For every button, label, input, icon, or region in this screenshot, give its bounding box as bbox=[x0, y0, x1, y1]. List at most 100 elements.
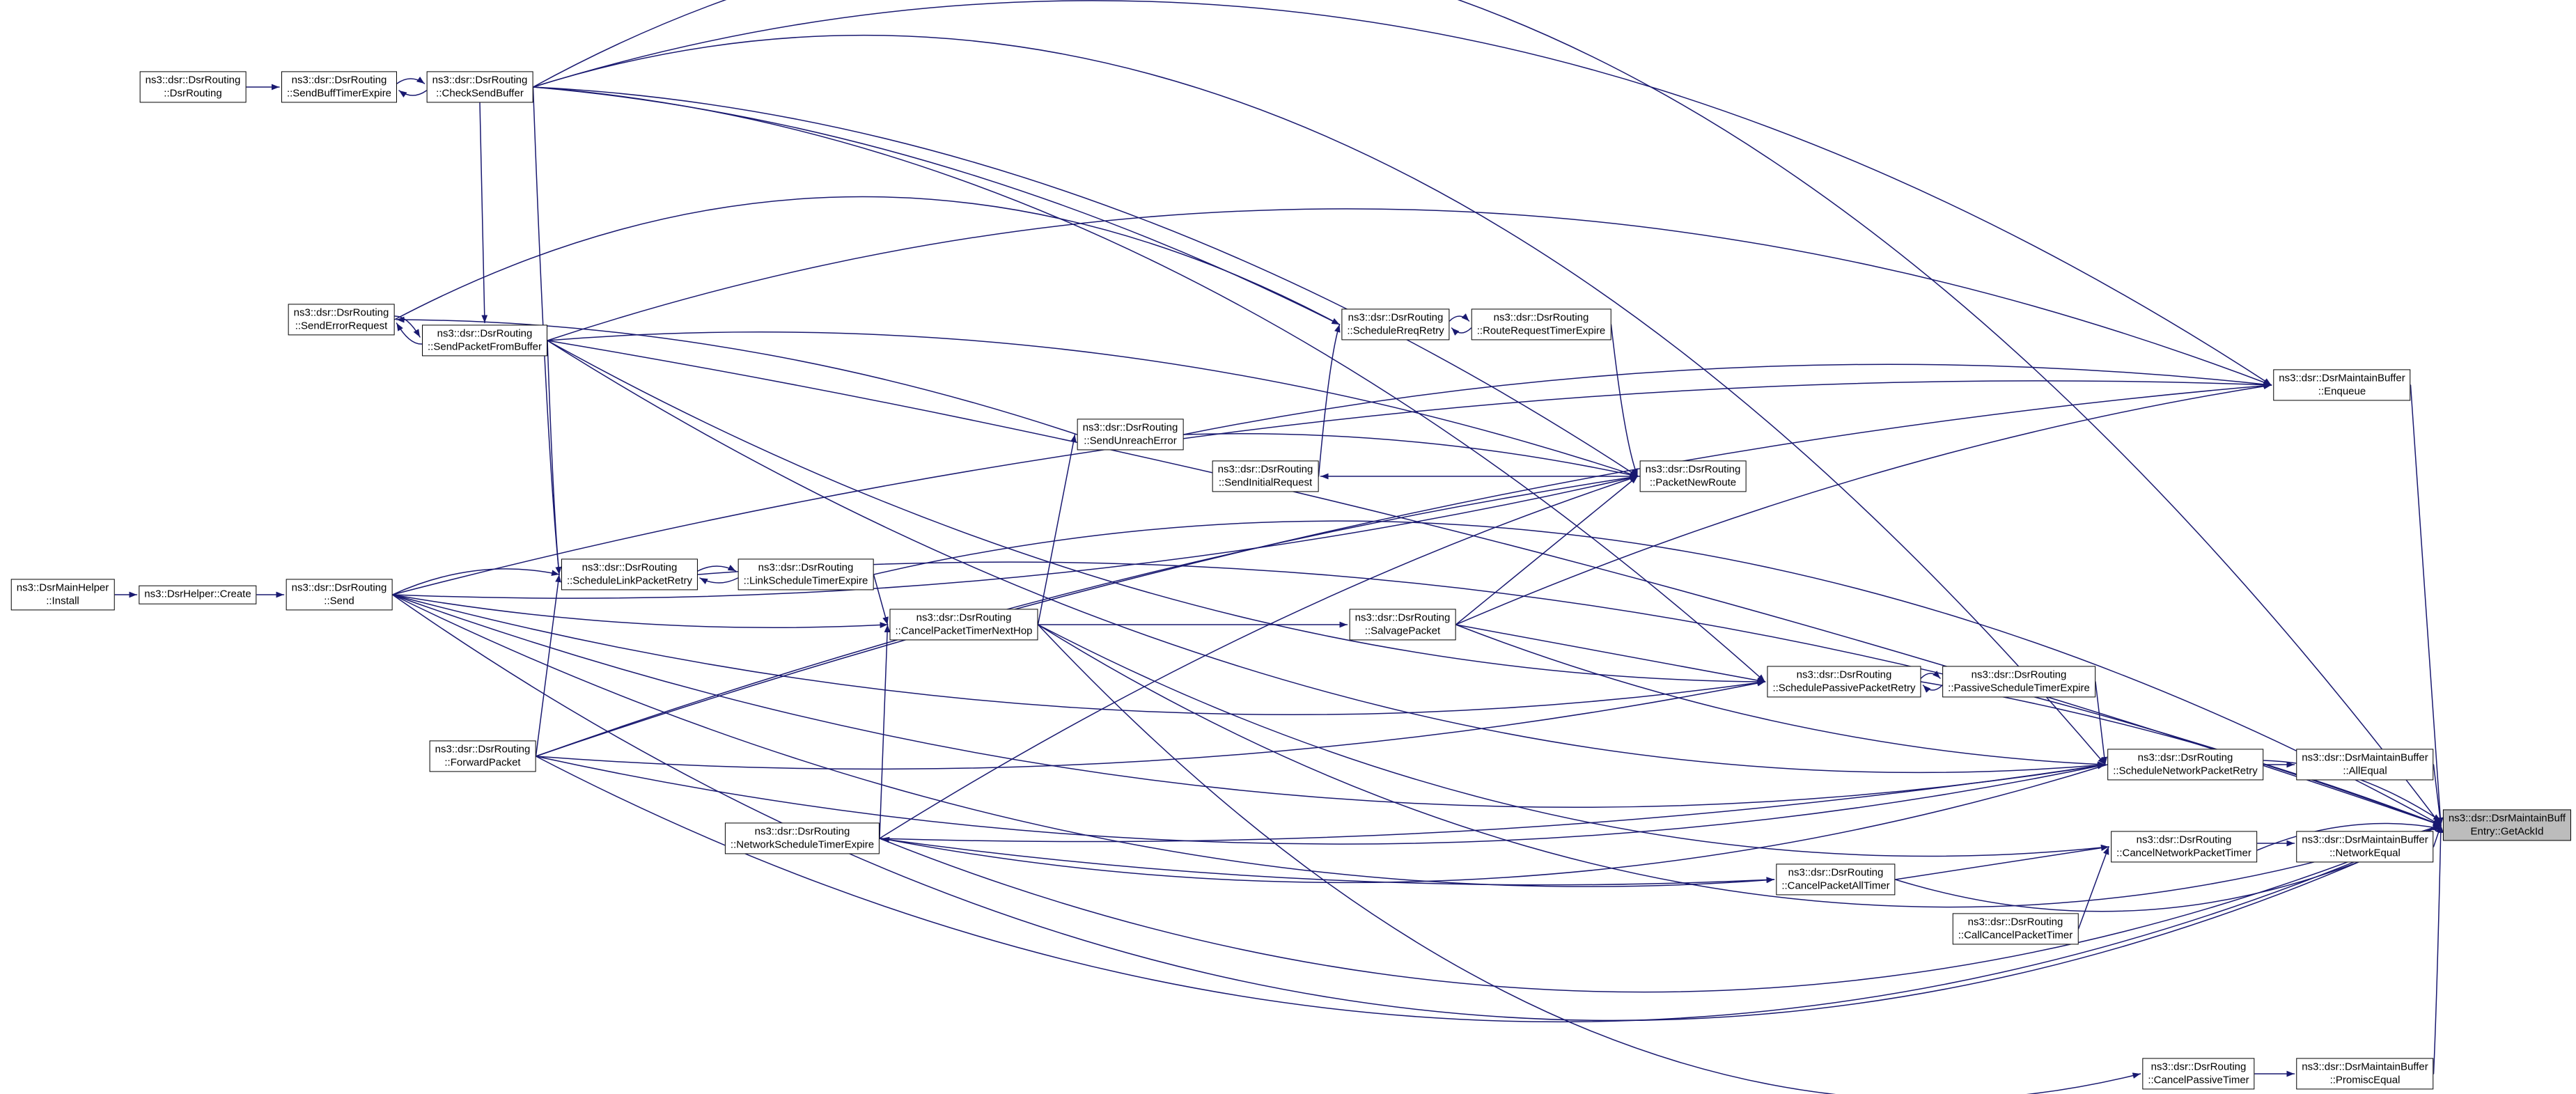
edge-send-schedulelinkpacketretry bbox=[391, 568, 560, 595]
edge-cancelpacketalltimer-cancelnetworkpackettimer bbox=[1894, 845, 2109, 880]
edge-checksendbuffer-sendpacketfrombuffer bbox=[479, 102, 488, 324]
node-promiscequal[interactable]: ns3::dsr::DsrMaintainBuffer::PromiscEqua… bbox=[2296, 1058, 2434, 1090]
edge-salvagepacket-enqueue bbox=[1455, 383, 2272, 625]
node-salvagepacket[interactable]: ns3::dsr::DsrRouting::SalvagePacket bbox=[1349, 609, 1456, 641]
node-send[interactable]: ns3::dsr::DsrRouting::Send bbox=[286, 579, 393, 611]
edge-checksendbuffer-enqueue bbox=[532, 0, 2272, 386]
edge-send-enqueue bbox=[391, 380, 2272, 595]
edge-send-cancelpacketalltimer bbox=[391, 594, 1775, 887]
node-cancelpassivetimer[interactable]: ns3::dsr::DsrRouting::CancelPassiveTimer bbox=[2142, 1058, 2255, 1090]
node-schedulenetworkpacketretry[interactable]: ns3::dsr::DsrRouting::ScheduleNetworkPac… bbox=[2107, 749, 2263, 781]
edge-callcancelpackettimer-cancelnetworkpackettimer bbox=[2077, 846, 2109, 930]
node-label: ns3::dsr::DsrRouting bbox=[2150, 1061, 2247, 1073]
node-label: ::Install bbox=[46, 595, 79, 607]
node-cancelnetworkpackettimer[interactable]: ns3::dsr::DsrRouting::CancelNetworkPacke… bbox=[2111, 831, 2257, 863]
node-label: ns3::dsr::DsrRouting bbox=[1796, 669, 1892, 681]
edge-checksendbuffer-schedulenetworkpacketretry bbox=[532, 34, 2106, 765]
edge-forwardpacket-packetnewroute bbox=[535, 474, 1639, 757]
node-label: ns3::dsr::DsrRouting bbox=[1971, 669, 2067, 681]
edge-cancelnetworkpackettimer-getackid bbox=[2256, 822, 2442, 851]
node-label: ns3::dsr::DsrRouting bbox=[1645, 463, 1741, 476]
node-label: ns3::dsr::DsrRouting bbox=[293, 306, 389, 319]
edge-cancelpackettimernexthop-cancelpassivetimer bbox=[1037, 624, 2141, 1094]
node-forwardpacket[interactable]: ns3::dsr::DsrRouting::ForwardPacket bbox=[429, 740, 536, 772]
node-label: ns3::dsr::DsrRouting bbox=[2137, 751, 2233, 764]
node-label: ::SendUnreachError bbox=[1084, 435, 1177, 446]
edge-sendpacketfrombuffer-schedulenetworkpacketretry bbox=[547, 340, 2106, 774]
node-callcancelpackettimer[interactable]: ns3::dsr::DsrRouting::CallCancelPacketTi… bbox=[1952, 913, 2079, 945]
node-sendunreacherror[interactable]: ns3::dsr::DsrRouting::SendUnreachError bbox=[1077, 419, 1184, 451]
node-allequal[interactable]: ns3::dsr::DsrMaintainBuffer::AllEqual bbox=[2296, 749, 2434, 781]
edge-checksendbuffer-packetnewroute bbox=[532, 86, 1639, 477]
node-checksendbuffer[interactable]: ns3::dsr::DsrRouting::CheckSendBuffer bbox=[426, 71, 533, 103]
edge-schedulerreqretry-routerequesttimerexpire bbox=[1449, 313, 1470, 322]
node-dsrrouting[interactable]: ns3::dsr::DsrRouting::DsrRouting bbox=[139, 71, 247, 103]
edge-promiscequal-getackid bbox=[2433, 825, 2444, 1075]
node-label: ns3::dsr::DsrMaintainBuffer bbox=[2302, 751, 2428, 764]
node-label: ns3::dsr::DsrRouting bbox=[581, 561, 678, 574]
edge-linkscheduletimerexpire-getackid bbox=[873, 520, 2442, 826]
node-sendbufftimerexpire[interactable]: ns3::dsr::DsrRouting::SendBuffTimerExpir… bbox=[281, 71, 398, 103]
edge-send-schedulenetworkpacketretry bbox=[391, 594, 2106, 808]
edge-salvagepacket-packetnewroute bbox=[1455, 476, 1639, 625]
edge-checksendbuffer-schedulepassivepacketretry bbox=[532, 86, 1766, 682]
node-label: ::Send bbox=[324, 595, 354, 607]
node-install[interactable]: ns3::DsrMainHelper::Install bbox=[10, 579, 115, 611]
edge-sendpacketfrombuffer-packetnewroute bbox=[547, 331, 1639, 477]
node-schedulelinkpacketretry[interactable]: ns3::dsr::DsrRouting::ScheduleLinkPacket… bbox=[561, 558, 698, 591]
edge-networkscheduletimerexpire-cancelpackettimernexthop bbox=[879, 624, 891, 839]
edge-sendunreacherror-enqueue bbox=[1182, 364, 2272, 435]
node-routerequesttimerexpire[interactable]: ns3::dsr::DsrRouting::RouteRequestTimerE… bbox=[1471, 308, 1611, 341]
edge-senderrorrequest-schedulerreqretry bbox=[393, 196, 1341, 325]
node-networkequal[interactable]: ns3::dsr::DsrMaintainBuffer::NetworkEqua… bbox=[2296, 831, 2434, 863]
node-enqueue[interactable]: ns3::dsr::DsrMaintainBuffer::Enqueue bbox=[2273, 369, 2411, 401]
node-label: ::CancelPacketAllTimer bbox=[1781, 880, 1890, 891]
edge-linkscheduletimerexpire-schedulelinkpacketretry bbox=[699, 577, 739, 584]
node-label: ::DsrRouting bbox=[164, 87, 222, 99]
edge-checksendbuffer-schedulerreqretry bbox=[532, 86, 1341, 325]
node-label: ns3::dsr::DsrMaintainBuff bbox=[2448, 812, 2566, 825]
node-label: ns3::dsr::DsrRouting bbox=[1217, 463, 1313, 476]
edge-forwardpacket-getackid bbox=[535, 756, 2442, 1023]
node-label: ns3::dsr::DsrRouting bbox=[1967, 916, 2063, 928]
node-label: ::AllEqual bbox=[2343, 765, 2387, 776]
node-label: ns3::dsr::DsrRouting bbox=[1348, 311, 1444, 324]
edge-send-cancelpackettimernexthop bbox=[391, 594, 889, 629]
node-label: ::ScheduleRreqRetry bbox=[1347, 325, 1444, 336]
node-label: ns3::dsr::DsrRouting bbox=[1082, 421, 1178, 434]
edge-cancelpackettimernexthop-cancelnetworkpackettimer bbox=[1037, 624, 2109, 857]
node-sendinitialrequest[interactable]: ns3::dsr::DsrRouting::SendInitialRequest bbox=[1212, 460, 1319, 492]
node-sendpacketfrombuffer[interactable]: ns3::dsr::DsrRouting::SendPacketFromBuff… bbox=[422, 325, 547, 357]
node-schedulerreqretry[interactable]: ns3::dsr::DsrRouting::ScheduleRreqRetry bbox=[1341, 308, 1450, 341]
node-schedulepassivepacketretry[interactable]: ns3::dsr::DsrRouting::SchedulePassivePac… bbox=[1767, 666, 1921, 698]
edge-networkscheduletimerexpire-schedulenetworkpacketretry bbox=[879, 763, 2106, 843]
edge-sendunreacherror-packetnewroute bbox=[1182, 433, 1639, 478]
node-networkscheduletimerexpire[interactable]: ns3::dsr::DsrRouting::NetworkScheduleTim… bbox=[724, 822, 880, 854]
edge-sendpacketfrombuffer-schedulepassivepacketretry bbox=[547, 340, 1766, 685]
node-label: ns3::dsr::DsrMaintainBuffer bbox=[2302, 834, 2428, 846]
edge-sendpacketfrombuffer-schedulelinkpacketretry bbox=[547, 340, 562, 575]
edge-schedulepassivepacketretry-passivescheduletimerexpire bbox=[1920, 671, 1941, 679]
edge-sendunreacherror-senderrorrequest bbox=[396, 316, 1078, 435]
node-label: ::SchedulePassivePacketRetry bbox=[1772, 682, 1916, 694]
node-label: Entry::GetAckId bbox=[2470, 825, 2544, 837]
node-passivescheduletimerexpire[interactable]: ns3::dsr::DsrRouting::PassiveScheduleTim… bbox=[1942, 666, 2095, 698]
edge-cancelpackettimernexthop-getackid bbox=[1037, 624, 2442, 908]
node-label: ns3::dsr::DsrRouting bbox=[758, 561, 854, 574]
node-senderrorrequest[interactable]: ns3::dsr::DsrRouting::SendErrorRequest bbox=[288, 304, 395, 336]
node-label: ::CancelPassiveTimer bbox=[2148, 1074, 2249, 1086]
node-packetnewroute[interactable]: ns3::dsr::DsrRouting::PacketNewRoute bbox=[1639, 460, 1747, 492]
node-linkscheduletimerexpire[interactable]: ns3::dsr::DsrRouting::LinkScheduleTimerE… bbox=[737, 558, 874, 591]
edge-routerequesttimerexpire-packetnewroute bbox=[1610, 324, 1639, 477]
node-label: ns3::dsr::DsrRouting bbox=[291, 74, 387, 86]
node-label: ns3::dsr::DsrRouting bbox=[291, 581, 387, 594]
edge-senderrorrequest-sendpacketfrombuffer bbox=[393, 315, 421, 338]
node-label: ::NetworkEqual bbox=[2329, 847, 2401, 859]
node-cancelpackettimernexthop[interactable]: ns3::dsr::DsrRouting::CancelPacketTimerN… bbox=[889, 609, 1038, 641]
node-cancelpacketalltimer[interactable]: ns3::dsr::DsrRouting::CancelPacketAllTim… bbox=[1776, 864, 1896, 896]
edge-sendbufftimerexpire-checksendbuffer bbox=[396, 77, 426, 84]
node-create[interactable]: ns3::DsrHelper::Create bbox=[139, 585, 257, 604]
